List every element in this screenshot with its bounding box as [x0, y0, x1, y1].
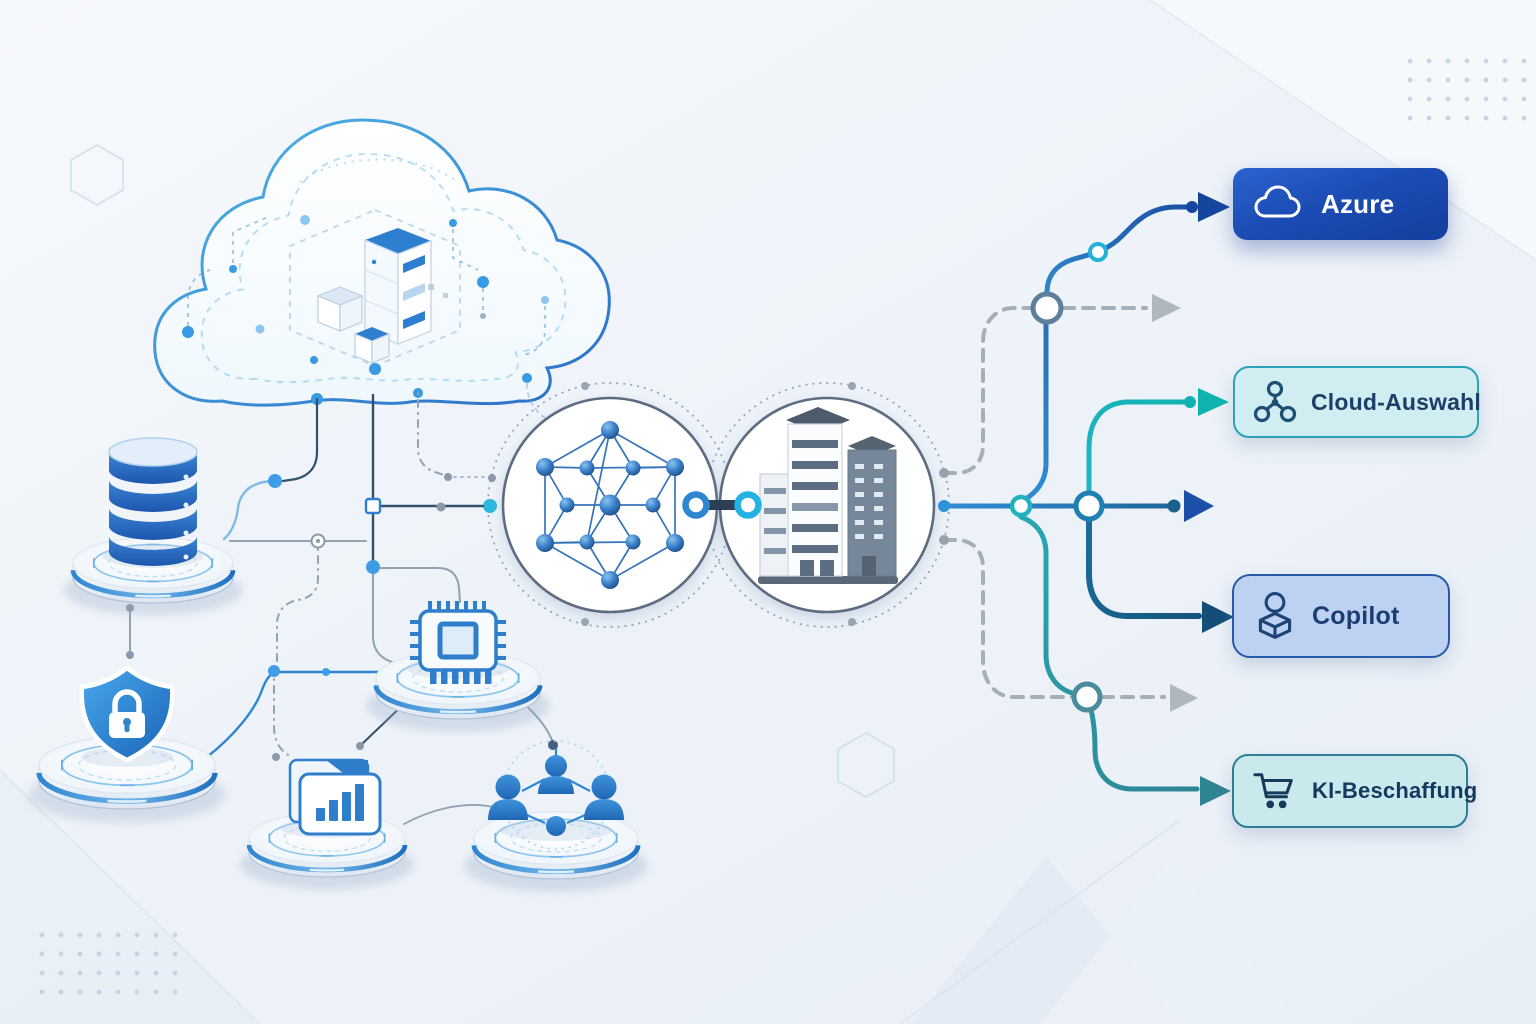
ai-network-hub [501, 396, 719, 614]
wire-azure [1044, 204, 1191, 296]
wire-dashed-lower [942, 538, 1166, 699]
ki-beschaffung-label: KI-Beschaffung [1312, 778, 1478, 803]
hub-link-connector [682, 491, 762, 519]
wire-ki-2 [1088, 707, 1200, 792]
junction-node-d [1071, 681, 1103, 713]
wire-copilot [1086, 516, 1202, 619]
azure-label: Azure [1321, 188, 1395, 219]
junction-node-c [1073, 490, 1105, 522]
enterprise-building-hub [718, 396, 936, 614]
cloud-illustration [153, 118, 611, 407]
team-network-icon [488, 740, 624, 850]
assistant-cube-icon [1258, 592, 1292, 639]
arrow-dashed-lower [1170, 684, 1198, 712]
cloud-auswahl-label: Cloud-Auswahl [1311, 388, 1481, 415]
copilot-button[interactable]: Copilot [1232, 574, 1450, 658]
ki-beschaffung-button[interactable]: KI-Beschaffung [1232, 754, 1477, 828]
output-branches [938, 192, 1234, 806]
cloud-auswahl-button[interactable]: Cloud-Auswahl [1233, 366, 1481, 438]
junction-ring-azure [1088, 242, 1108, 262]
database-icon [108, 437, 198, 566]
small-cube-icon [354, 327, 390, 364]
document-chart-icon [288, 758, 382, 836]
cloud-icon [1254, 185, 1301, 218]
server-stack-icon [364, 228, 432, 346]
arrow-mid [1184, 490, 1214, 522]
shopping-cart-icon [1253, 773, 1293, 809]
circuit-traces [187, 216, 546, 356]
cpu-chip-icon [410, 601, 506, 684]
copilot-label: Copilot [1312, 601, 1400, 630]
dot-grid [1408, 52, 1536, 128]
dot-grid [30, 928, 182, 1004]
network-share-icon [1253, 380, 1297, 423]
junction-node-a [1009, 494, 1033, 518]
arrow-azure [1198, 192, 1230, 222]
arrow-cloud-auswahl [1198, 388, 1229, 416]
wire-cloud-auswahl [1086, 399, 1187, 494]
wire-to-node-upper [1021, 320, 1049, 503]
arrow-copilot [1202, 601, 1234, 633]
arrow-ki [1200, 776, 1231, 806]
office-building-icon [758, 407, 898, 584]
arrow-dashed-upper [1152, 294, 1181, 322]
cube-icon [316, 286, 364, 332]
hexagon-outline [837, 731, 895, 799]
wire-ki-1 [1018, 514, 1075, 696]
hexagon-outline [70, 143, 124, 207]
wire-dashed-upper [942, 306, 1148, 475]
junction-node-upper [1030, 291, 1064, 325]
azure-button[interactable]: Azure [1233, 168, 1448, 240]
shield-lock-icon [79, 665, 175, 763]
